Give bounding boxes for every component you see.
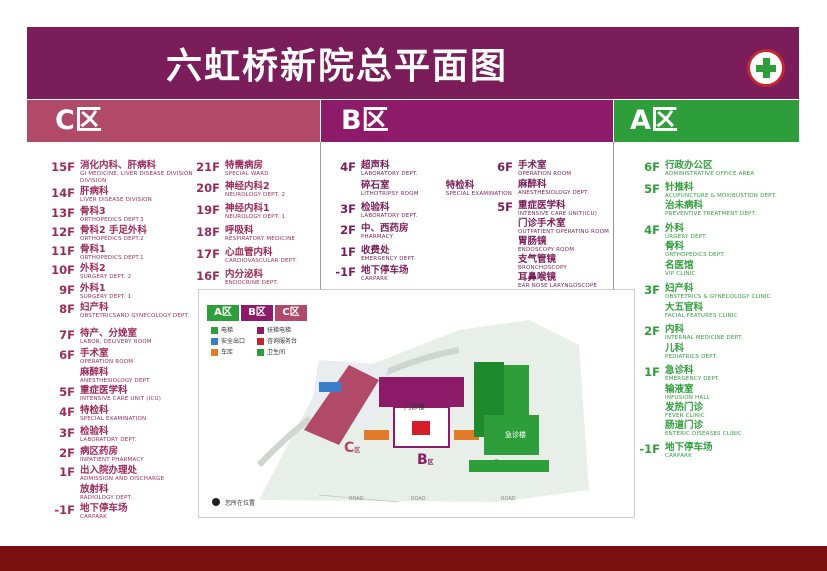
hospital-logo-icon xyxy=(747,49,785,87)
divider xyxy=(613,142,614,292)
legend-elevator: 电梯 xyxy=(211,325,233,334)
you-are-here-label: 您所在位置 xyxy=(225,500,256,507)
site-plan xyxy=(212,320,589,506)
building-b-label: 门诊楼 xyxy=(404,403,425,411)
zone-c-header: C区 xyxy=(27,100,320,142)
building-b xyxy=(364,377,479,448)
footer-band xyxy=(0,546,827,571)
road-label: ROAD xyxy=(349,496,364,502)
zone-a-marker: A区 xyxy=(491,458,508,474)
tab-zone-b: B区 xyxy=(241,305,273,321)
legend-escalator: 扶梯电梯 xyxy=(257,325,291,334)
building-a xyxy=(469,362,549,472)
road-label: ROAD xyxy=(411,496,426,502)
legend-exit: 安全出口 xyxy=(211,336,245,345)
legend-restroom: 卫生间 xyxy=(257,347,285,356)
legend-garage: 车库 xyxy=(211,347,233,356)
tab-zone-a: A区 xyxy=(207,305,239,321)
building-a-label: 急诊楼 xyxy=(505,431,526,439)
header-banner: 六虹桥新院总平面图 xyxy=(27,27,799,99)
legend-info-desk: 咨询服务台 xyxy=(257,336,297,345)
tab-zone-c: C区 xyxy=(275,305,307,321)
divider xyxy=(320,142,321,292)
zone-b-marker: B区 xyxy=(417,452,434,468)
page-title: 六虹桥新院总平面图 xyxy=(165,46,508,87)
zone-a-header: A区 xyxy=(614,100,799,142)
road-label: ROAD xyxy=(501,496,516,502)
zone-c-marker: C区 xyxy=(344,440,361,456)
building-c xyxy=(304,365,379,445)
zone-b-header: B区 xyxy=(321,100,613,142)
